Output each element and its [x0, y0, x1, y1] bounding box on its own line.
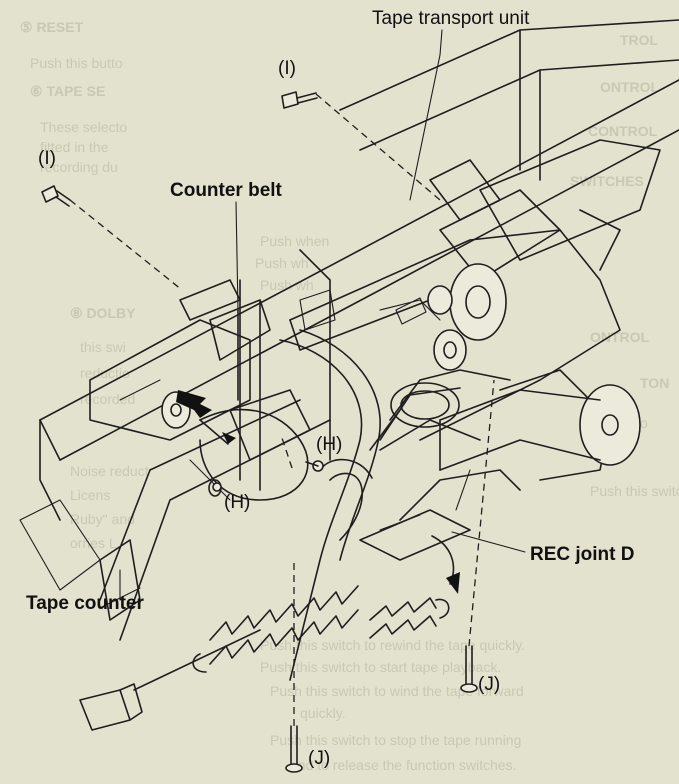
springs: [192, 585, 450, 673]
svg-text:Push this switch to wind the t: Push this switch to wind the tape forwar…: [270, 683, 524, 699]
screw-j-right: [460, 645, 478, 693]
screw-h-right: [305, 460, 324, 472]
svg-text:Push when: Push when: [260, 233, 329, 249]
main-chassis: [19, 79, 679, 641]
svg-text:CONTROL: CONTROL: [588, 123, 658, 139]
svg-text:Push wh: Push wh: [255, 255, 309, 271]
svg-text:Push this switch to start reco: Push this switch to start recording: [590, 483, 679, 499]
tape-counter-unit: [79, 539, 261, 731]
label-rec-joint-d: REC joint D: [530, 544, 635, 565]
svg-text:orries L: orries L: [70, 535, 117, 551]
svg-text:ONTROL: ONTROL: [590, 329, 650, 345]
svg-text:recording du: recording du: [40, 159, 118, 175]
svg-text:quickly.: quickly.: [300, 705, 346, 721]
marker-screw-j-right: (J): [478, 674, 501, 695]
svg-text:Push this switch to stop the t: Push this switch to stop the tape runnin…: [270, 732, 521, 748]
label-tape-counter: Tape counter: [26, 593, 144, 614]
rec-joint-mechanism: [359, 469, 521, 594]
svg-text:ONTROL: ONTROL: [600, 79, 660, 95]
svg-text:reductio: reductio: [80, 365, 130, 381]
svg-text:Push this switch to rewind the: Push this switch to rewind the tape quic…: [260, 637, 525, 653]
label-tape-transport-unit: Tape transport unit: [372, 8, 530, 29]
screw-h-left: [212, 482, 222, 492]
svg-text:Noise reduct: Noise reduct: [70, 463, 149, 479]
bleed-through-texture: ⑤ RESET Push this butto ⑥ TAPE SE These …: [20, 19, 679, 773]
leader-lines: [99, 29, 526, 609]
svg-text:Licens: Licens: [70, 487, 110, 503]
marker-screw-i-left: (I): [38, 148, 56, 169]
svg-text:fitted in the: fitted in the: [40, 139, 109, 155]
screw-j-bottom: [285, 725, 303, 773]
marker-screw-j-bottom: (J): [308, 748, 331, 769]
label-counter-belt: Counter belt: [170, 180, 282, 201]
svg-text:TON: TON: [640, 375, 669, 391]
screw-i-top: [281, 91, 318, 109]
svg-text:⑤ RESET: ⑤ RESET: [20, 19, 84, 35]
svg-text:o: o: [640, 415, 648, 431]
svg-text:Push this butto: Push this butto: [30, 55, 123, 71]
marker-screw-i-top: (I): [278, 58, 296, 79]
svg-text:SWITCHES: SWITCHES: [570, 173, 644, 189]
tape-transport-frame: [289, 19, 679, 481]
svg-text:These selecto: These selecto: [40, 119, 127, 135]
svg-text:Ruby" and: Ruby" and: [70, 511, 135, 527]
counter-belt-assembly: [89, 279, 311, 501]
svg-text:recorded: recorded: [80, 391, 135, 407]
marker-screw-h-right: (H): [316, 434, 343, 455]
svg-text:⑧ DOLBY: ⑧ DOLBY: [70, 305, 136, 321]
svg-text:this swi: this swi: [80, 339, 126, 355]
svg-text:TROL: TROL: [620, 32, 659, 48]
svg-text:and to release the function sw: and to release the function switches.: [290, 757, 516, 773]
svg-text:Push this switch to start tape: Push this switch to start tape playback.: [260, 659, 501, 675]
assembly-lines: [69, 93, 495, 726]
svg-text:⑥ TAPE SE: ⑥ TAPE SE: [30, 83, 105, 99]
marker-screw-h-left: (H): [224, 492, 251, 513]
screw-i-left: [41, 185, 71, 207]
